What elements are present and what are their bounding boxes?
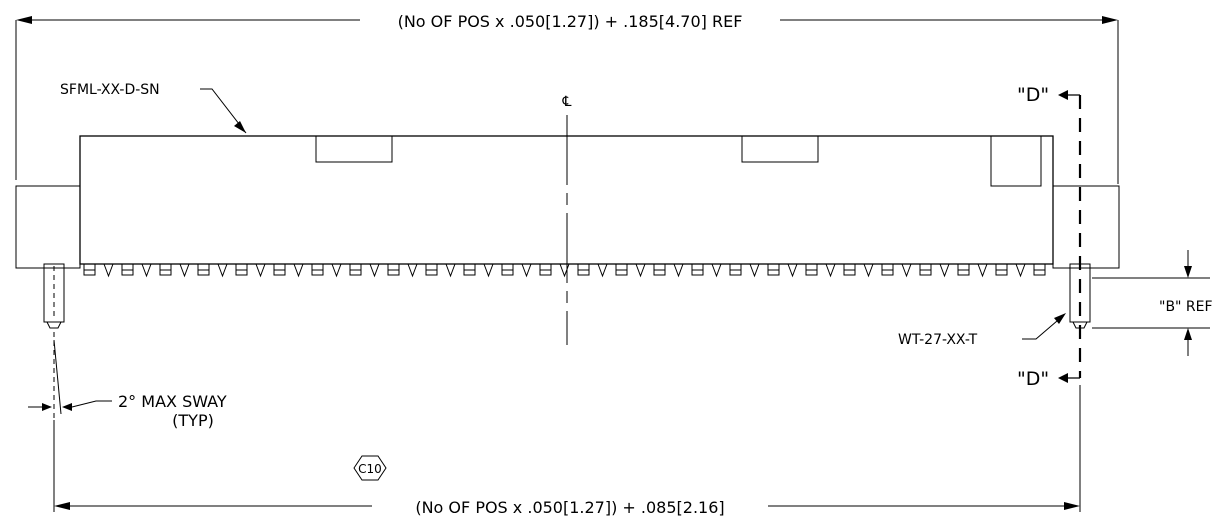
contact-tail-point <box>141 263 152 278</box>
contact-tail-point <box>255 263 266 278</box>
contact-tail-square <box>539 264 552 276</box>
top-dim-arrow-left <box>16 16 32 24</box>
contact-tail-square <box>995 264 1008 276</box>
housing-latch <box>990 135 1042 187</box>
sway-detail: 2° MAX SWAY (TYP) <box>28 332 227 430</box>
sway-note-line2: (TYP) <box>172 411 214 430</box>
bottom-dim-text: (No OF POS x .050[1.27]) + .085[2.16] <box>415 498 724 517</box>
contact-tail-square <box>653 264 666 276</box>
contact-tail-point <box>597 263 608 278</box>
contact-tail-square <box>615 264 628 276</box>
left-guide-block <box>15 185 81 269</box>
left-post <box>43 263 65 329</box>
contact-tail-point <box>787 263 798 278</box>
contact-tail-point <box>711 263 722 278</box>
contact-tail-square <box>463 264 476 276</box>
post-leader-arrow <box>1054 313 1066 324</box>
section-arrow-bottom-head <box>1058 373 1068 383</box>
contact-tail-square <box>121 264 134 276</box>
contact-tail-square <box>83 264 96 276</box>
contact-tail-square <box>919 264 932 276</box>
top-dim-arrow-right <box>1102 16 1118 24</box>
contact-tail-point <box>825 263 836 278</box>
dim-b-arrow-top <box>1184 266 1192 278</box>
contact-tail-square <box>805 264 818 276</box>
bottom-dim-arrow-right <box>1064 502 1080 510</box>
revision-tag-text: C10 <box>358 462 382 476</box>
contact-tail-point <box>673 263 684 278</box>
contact-tail-square <box>159 264 172 276</box>
contact-tail-point <box>445 263 456 278</box>
contact-tail-square <box>197 264 210 276</box>
contact-tail-point <box>901 263 912 278</box>
contact-tail-point <box>559 263 570 278</box>
contact-tail-point <box>217 263 228 278</box>
right-post <box>1069 263 1091 329</box>
section-label-top: "D" <box>1017 84 1049 106</box>
sway-leader-line <box>71 400 112 408</box>
centerline-symbol: ℄ <box>562 94 572 110</box>
contact-tail-point <box>939 263 950 278</box>
housing-notch-1 <box>315 135 393 163</box>
sway-arrow-right <box>62 403 72 411</box>
contact-tail-square <box>691 264 704 276</box>
revision-tag: C10 <box>353 455 387 481</box>
contact-tail-square <box>729 264 742 276</box>
contact-tail-point <box>635 263 646 278</box>
contact-tail-point <box>369 263 380 278</box>
contact-tail-square <box>957 264 970 276</box>
contact-tail-square <box>501 264 514 276</box>
bottom-dim-arrow-left <box>54 502 70 510</box>
left-post-body <box>43 263 65 323</box>
connector-part-callout: SFML-XX-D-SN <box>60 82 247 134</box>
contact-tail-square <box>311 264 324 276</box>
dim-b: "B" REF <box>1092 250 1213 356</box>
contact-tail-square <box>843 264 856 276</box>
connector-leader-line <box>200 88 247 134</box>
contact-tail-square <box>235 264 248 276</box>
contact-tail-square <box>425 264 438 276</box>
housing-notch-2 <box>741 135 819 163</box>
sway-angle-line <box>53 339 62 415</box>
dim-b-label: "B" REF <box>1159 299 1213 315</box>
sway-arrow-left <box>42 403 52 411</box>
revision-hexagon <box>353 455 387 481</box>
section-arrow-top-head <box>1058 90 1068 100</box>
top-dim-text: (No OF POS x .050[1.27]) + .185[4.70] RE… <box>398 12 743 31</box>
contact-tail-point <box>521 263 532 278</box>
left-post-tip <box>46 321 62 329</box>
contact-tail-point <box>331 263 342 278</box>
right-guide-block <box>1052 185 1120 269</box>
post-part-callout: WT-27-XX-T <box>898 313 1066 348</box>
centerline: ℄ <box>562 94 572 110</box>
contact-tails <box>83 263 1046 278</box>
bottom-dimension: (No OF POS x .050[1.27]) + .085[2.16] <box>53 385 1081 517</box>
contact-tail-square <box>767 264 780 276</box>
contact-tail-square <box>1033 264 1046 276</box>
contact-tail-square <box>577 264 590 276</box>
contact-tail-point <box>977 263 988 278</box>
top-dimension: (No OF POS x .050[1.27]) + .185[4.70] RE… <box>15 12 1119 184</box>
connector-part-label: SFML-XX-D-SN <box>60 82 160 98</box>
contact-tail-point <box>407 263 418 278</box>
contact-tail-point <box>293 263 304 278</box>
sway-note-line1: 2° MAX SWAY <box>118 392 227 411</box>
section-label-bottom: "D" <box>1017 368 1049 390</box>
contact-tail-point <box>1015 263 1026 278</box>
contact-tail-square <box>349 264 362 276</box>
contact-tail-square <box>881 264 894 276</box>
contact-tail-point <box>483 263 494 278</box>
contact-tail-square <box>387 264 400 276</box>
post-leader-line <box>1022 314 1065 340</box>
contact-tail-point <box>863 263 874 278</box>
contact-tail-point <box>179 263 190 278</box>
post-part-label: WT-27-XX-T <box>898 332 978 348</box>
contact-tail-point <box>749 263 760 278</box>
section-d-line: "D" "D" <box>1017 84 1082 390</box>
dim-b-arrow-bottom <box>1184 328 1192 340</box>
connector-leader-arrow <box>234 121 246 133</box>
contact-tail-point <box>103 263 114 278</box>
contact-tail-square <box>273 264 286 276</box>
